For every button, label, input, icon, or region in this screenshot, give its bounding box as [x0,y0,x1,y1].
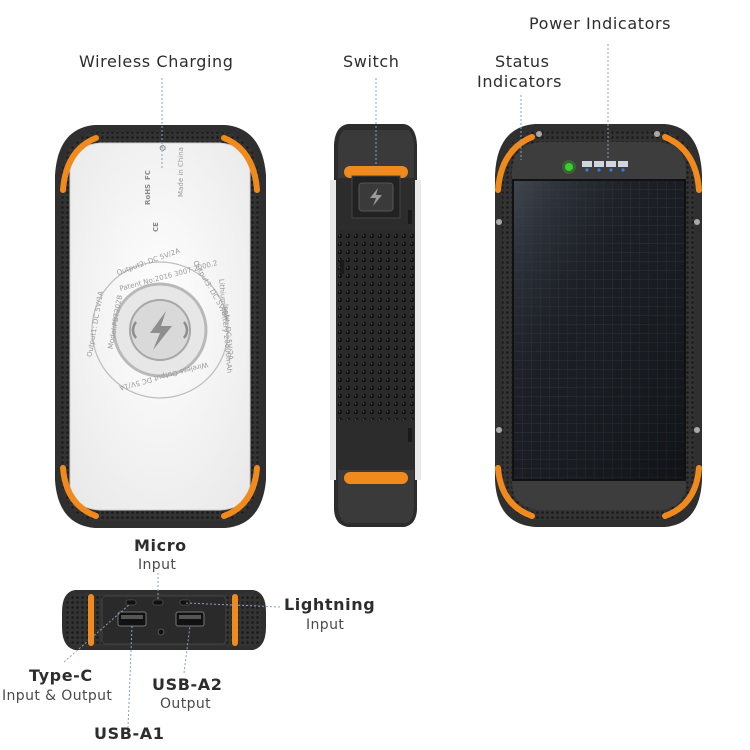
front-view-device: RoHS CE FC ⚙ [55,125,266,528]
status-led [565,163,573,171]
lightning-port [179,599,191,606]
power-switch-icon [370,188,382,206]
label-type-c: Type-C [29,666,93,685]
label-usb-a2: USB-A2 [152,675,223,694]
svg-text:FC: FC [144,170,152,180]
label-lightning-sub: Input [306,617,345,633]
port-view-device [62,590,266,650]
leader-lines [63,44,609,729]
label-type-c-sub: Input & Output [2,688,113,704]
label-usb-a2-sub: Output [160,696,212,712]
micro-port [152,599,164,606]
label-lightning: Lightning [284,595,376,614]
power-led-bar [582,161,628,172]
solar-view-device [495,124,702,527]
label-micro: Micro [134,536,187,555]
label-status-line1: Status [495,52,550,71]
side-grip-texture [338,230,414,420]
label-micro-sub: Input [138,557,177,573]
svg-text:CE: CE [152,222,160,232]
label-usb-a1: USB-A1 [94,724,165,743]
bottom-orange-strip [344,472,408,484]
flashlight-lens [157,628,165,636]
label-switch: Switch [343,52,400,71]
label-wireless-charging: Wireless Charging [79,52,234,71]
svg-text:⚙: ⚙ [159,144,169,152]
side-view-device [330,124,421,527]
bolt-icon [150,311,172,350]
label-status-line2: Indicators [477,72,563,91]
label-power-indicators: Power Indicators [529,14,672,33]
svg-text:RoHS: RoHS [144,184,152,205]
type-c-port [125,599,137,606]
